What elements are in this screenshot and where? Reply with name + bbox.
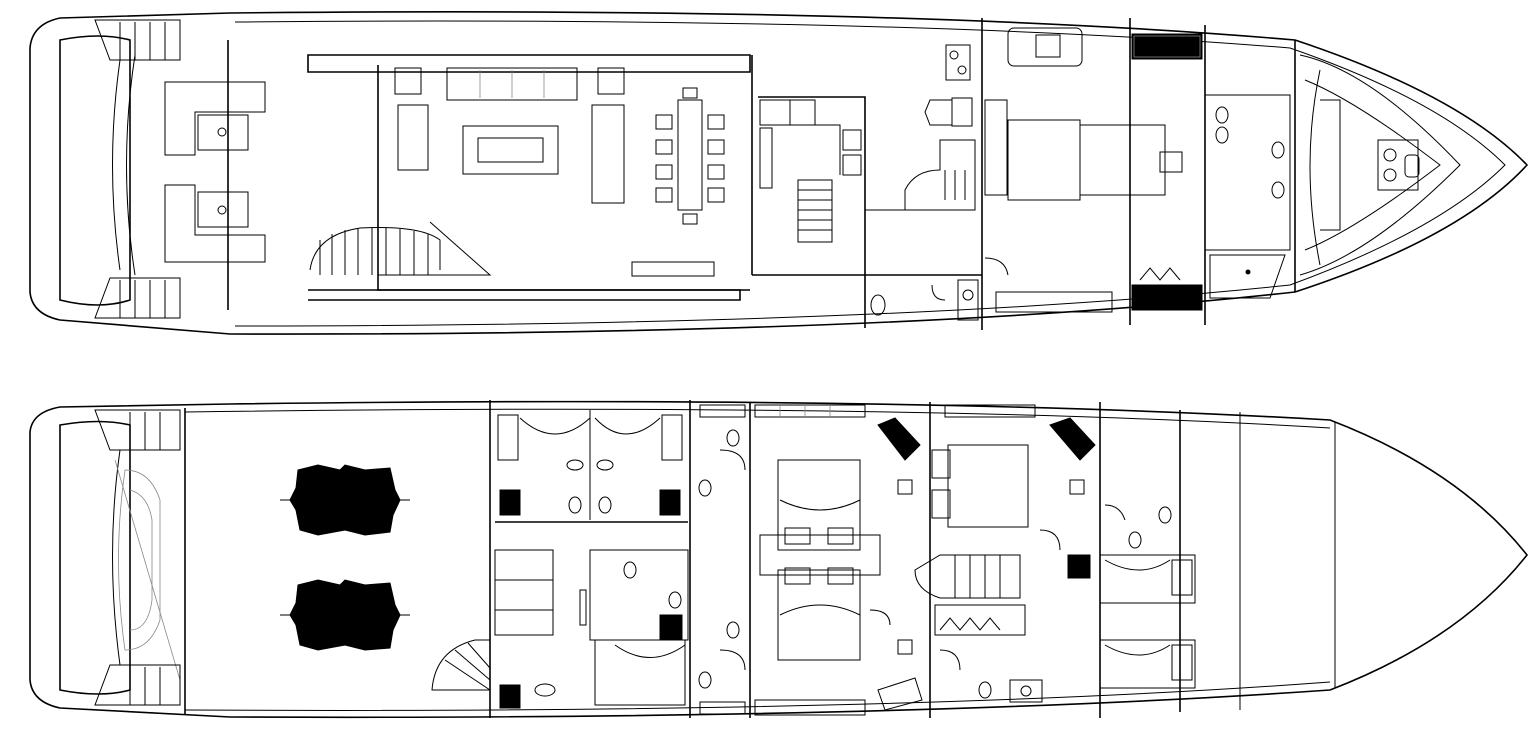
shower bbox=[1209, 254, 1286, 299]
crew-corridor bbox=[698, 402, 751, 718]
main-deck-inner-rail bbox=[234, 20, 1506, 327]
salon-spiral-stairs bbox=[309, 227, 441, 275]
engine-room bbox=[280, 400, 491, 718]
bow-winch bbox=[1377, 139, 1420, 191]
forward-stairs bbox=[914, 554, 1021, 599]
tender bbox=[114, 459, 181, 681]
engine-starboard bbox=[280, 464, 410, 536]
stern-platform bbox=[59, 35, 131, 306]
main-deck-plan bbox=[29, 11, 1529, 335]
dining-table bbox=[655, 87, 725, 225]
garage-stairs bbox=[94, 409, 181, 706]
vip-cabin bbox=[754, 402, 931, 718]
vip-bed-1 bbox=[777, 459, 861, 551]
owners-cabin bbox=[984, 18, 1183, 325]
tender-garage-stern bbox=[59, 420, 131, 695]
galley-stairs bbox=[797, 179, 833, 243]
forward-heads bbox=[1131, 25, 1291, 325]
lower-deck-hull-outline bbox=[29, 400, 1529, 719]
coffee-table bbox=[462, 125, 559, 175]
lower-spiral-stairs bbox=[431, 639, 491, 691]
owners-bed bbox=[1007, 119, 1081, 201]
engine-port bbox=[280, 579, 410, 651]
galley bbox=[751, 55, 905, 276]
pilothouse-area bbox=[864, 18, 983, 330]
aft-deck-seating bbox=[164, 81, 266, 263]
salon-sofa bbox=[446, 67, 578, 101]
forward-cabins bbox=[914, 402, 1196, 718]
stern-stairs-bottom bbox=[94, 277, 181, 319]
stern-stairs-top bbox=[94, 19, 181, 61]
main-salon bbox=[307, 54, 751, 301]
bow-seating bbox=[1294, 40, 1461, 292]
forepeak bbox=[1239, 412, 1336, 710]
main-deck-hull-outline bbox=[29, 11, 1529, 335]
aft-guest-cabins bbox=[431, 400, 691, 718]
lower-deck-plan bbox=[29, 400, 1529, 719]
